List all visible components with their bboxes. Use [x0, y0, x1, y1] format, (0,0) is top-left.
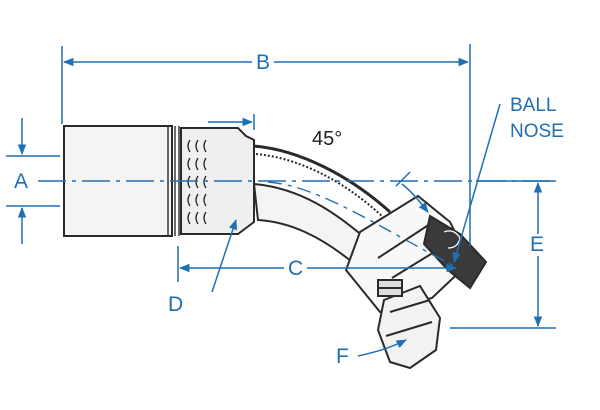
dim-e-label: E — [528, 233, 547, 256]
lower-nut — [376, 284, 442, 370]
ball-nose-label-line1: BALL — [510, 95, 557, 116]
leader-f — [357, 339, 407, 357]
dim-c-label: C — [284, 258, 308, 280]
leader-ball-nose — [452, 103, 501, 264]
ball-nose-label-line2: NOSE — [510, 121, 564, 142]
collar-ribs — [187, 139, 207, 225]
angle-label: 45° — [312, 128, 343, 150]
dim-a-label: A — [14, 170, 29, 193]
elbow-tube-top — [253, 144, 392, 214]
elbow-centerline — [267, 181, 459, 269]
fitting-body — [63, 125, 488, 370]
dimensions — [6, 44, 556, 357]
angle-arc — [401, 183, 429, 213]
leader-d — [211, 219, 237, 293]
dim-b-label: B — [252, 52, 275, 74]
dim-f-label: F — [336, 345, 349, 368]
dim-d-label: D — [168, 293, 184, 316]
